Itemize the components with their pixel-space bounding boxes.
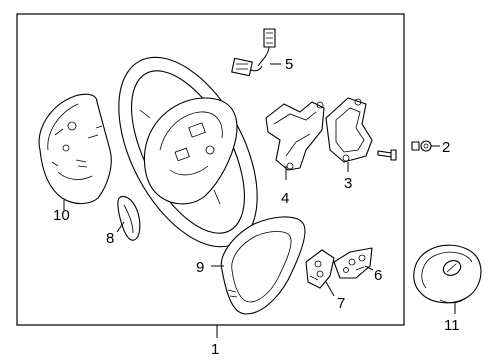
leader-8 — [116, 221, 125, 233]
part-10-shroud — [38, 93, 112, 205]
callout-9: 9 — [196, 259, 204, 276]
callout-3: 3 — [344, 175, 352, 192]
leader-6 — [364, 265, 374, 271]
callout-1: 1 — [211, 341, 219, 358]
part-7-switch — [305, 249, 335, 289]
part-9-bezel — [220, 216, 306, 315]
part-3-switch-frame — [325, 97, 397, 163]
callout-11: 11 — [444, 317, 460, 334]
part-5-harness — [231, 28, 276, 77]
screw-icon — [411, 140, 432, 152]
callout-4: 4 — [281, 190, 289, 207]
part-8-paddle — [117, 195, 141, 241]
callout-6: 6 — [374, 267, 382, 284]
callout-labels: 1 2 3 4 5 6 7 8 9 10 11 — [53, 56, 460, 358]
leader-lines — [63, 63, 456, 338]
callout-5: 5 — [285, 56, 293, 73]
part-6-switch — [333, 247, 373, 279]
assembly-frame — [16, 13, 405, 326]
leader-7 — [325, 281, 335, 297]
callout-2: 2 — [442, 139, 450, 156]
part-4-bracket — [265, 101, 325, 171]
callout-10: 10 — [53, 207, 70, 224]
steering-wheel-icon — [118, 56, 258, 248]
callout-7: 7 — [337, 295, 345, 312]
callout-8: 8 — [106, 230, 114, 247]
airbag-module-icon — [413, 244, 482, 304]
